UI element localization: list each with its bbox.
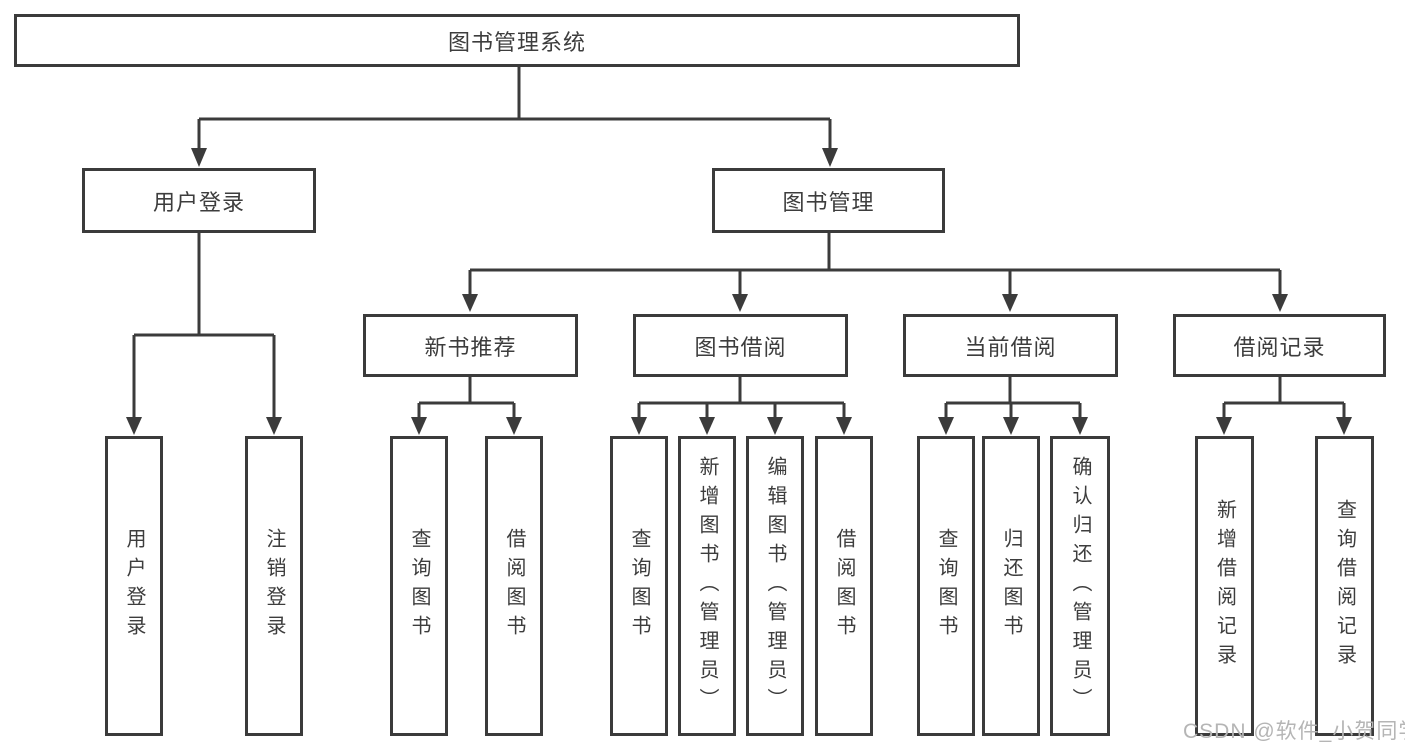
leaf-add-books-admin: 新增图书（管理员） — [678, 436, 736, 736]
connector-management-to-level2 — [462, 233, 1288, 312]
connector-recommend-to-leaves — [411, 377, 522, 435]
leaf-logout: 注销登录 — [245, 436, 303, 736]
csdn-watermark: CSDN @软件_小贺同学 — [1183, 720, 1405, 743]
leaf-confirm-return-admin: 确认归还（管理员） — [1050, 436, 1110, 736]
node-library-system: 图书管理系统 — [14, 14, 1020, 67]
leaf-borrow-books: 借阅图书 — [815, 436, 873, 736]
node-current-borrow: 当前借阅 — [903, 314, 1118, 377]
connector-records-to-leaves — [1216, 377, 1352, 435]
node-borrow-records: 借阅记录 — [1173, 314, 1386, 377]
connector-borrow-to-leaves — [631, 377, 852, 435]
leaf-query-books-current: 查询图书 — [917, 436, 975, 736]
node-new-book-recommend: 新书推荐 — [363, 314, 578, 377]
connector-current-to-leaves — [938, 377, 1088, 435]
leaf-user-login: 用户登录 — [105, 436, 163, 736]
connector-root-to-level1 — [191, 67, 838, 167]
leaf-query-borrow-record: 查询借阅记录 — [1315, 436, 1374, 736]
node-book-management: 图书管理 — [712, 168, 945, 233]
leaf-edit-books-admin: 编辑图书（管理员） — [746, 436, 804, 736]
leaf-query-books-recommend: 查询图书 — [390, 436, 448, 736]
leaf-query-books-borrow: 查询图书 — [610, 436, 668, 736]
leaf-add-borrow-record: 新增借阅记录 — [1195, 436, 1254, 736]
connector-userlogin-to-leaves — [126, 233, 282, 435]
leaf-borrow-books-recommend: 借阅图书 — [485, 436, 543, 736]
node-user-login-branch: 用户登录 — [82, 168, 316, 233]
node-book-borrow: 图书借阅 — [633, 314, 848, 377]
leaf-return-books: 归还图书 — [982, 436, 1040, 736]
